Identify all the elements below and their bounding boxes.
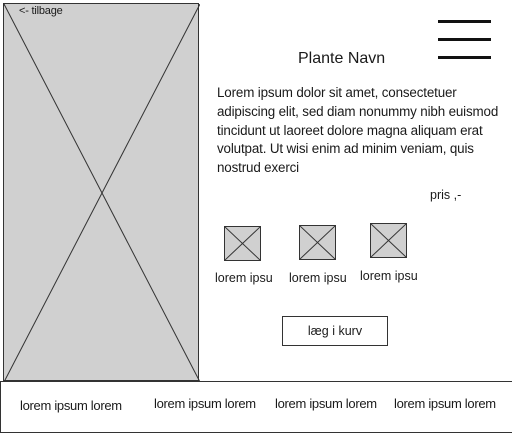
option-2-image[interactable]	[299, 225, 336, 260]
back-link[interactable]: <- tilbage	[19, 5, 63, 17]
product-description: Lorem ipsum dolor sit amet, consectetuer…	[217, 85, 499, 176]
footer-link-4[interactable]: lorem ipsum lorem	[394, 396, 496, 411]
product-title: Plante Navn	[298, 50, 386, 67]
option-3-label[interactable]: lorem ipsu	[360, 269, 418, 283]
image-placeholder-icon	[371, 224, 406, 257]
image-placeholder-icon	[300, 226, 335, 259]
footer-link-1[interactable]: lorem ipsum lorem	[20, 398, 122, 413]
menu-bar	[438, 56, 491, 59]
image-placeholder-icon	[225, 227, 260, 260]
menu-bar	[438, 38, 491, 41]
product-hero-image	[3, 3, 200, 382]
option-3-image[interactable]	[370, 223, 407, 258]
footer-link-2[interactable]: lorem ipsum lorem	[154, 396, 256, 411]
menu-bar	[438, 20, 491, 23]
option-1-label[interactable]: lorem ipsu	[215, 271, 273, 285]
product-price: pris ,-	[430, 188, 462, 202]
image-placeholder-icon	[4, 4, 200, 382]
option-1-image[interactable]	[224, 226, 261, 261]
option-2-label[interactable]: lorem ipsu	[289, 271, 347, 285]
add-to-cart-button[interactable]: læg i kurv	[282, 316, 388, 346]
hamburger-icon[interactable]	[438, 20, 491, 62]
footer-link-3[interactable]: lorem ipsum lorem	[275, 396, 377, 411]
